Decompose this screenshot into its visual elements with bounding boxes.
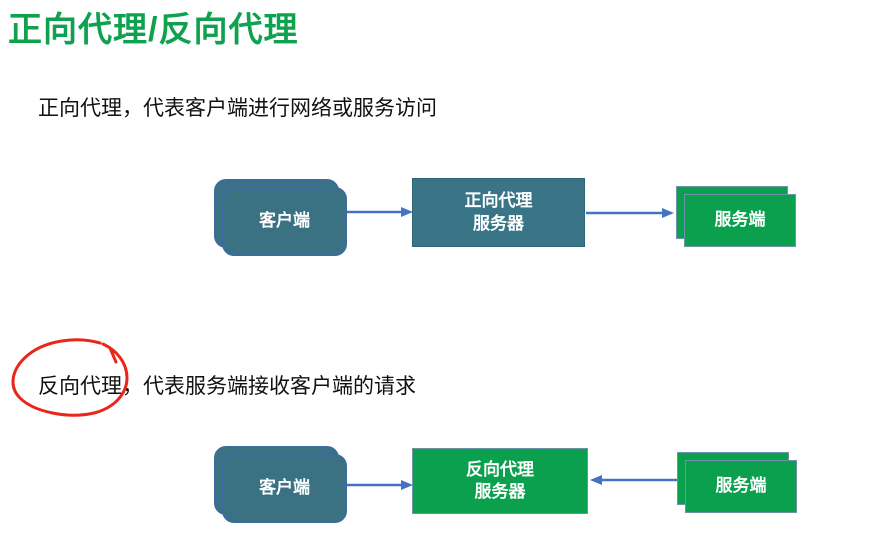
arrow-client-to-reverse-proxy xyxy=(347,480,413,490)
page-title: 正向代理/反向代理 xyxy=(8,11,299,49)
client-label: 客户端 xyxy=(259,478,310,498)
forward-proxy-description: 正向代理，代表客户端进行网络或服务访问 xyxy=(38,97,437,120)
server-box: 服务端 xyxy=(685,460,797,513)
server-label: 服务端 xyxy=(714,210,766,230)
reverse-proxy-box: 反向代理 服务器 xyxy=(412,448,588,514)
forward-proxy-label: 正向代理 服务器 xyxy=(464,191,533,233)
arrow-forward-proxy-to-server xyxy=(586,208,674,218)
server-box: 服务端 xyxy=(684,194,796,247)
client-box: 客户端 xyxy=(222,454,347,523)
arrow-client-to-forward-proxy xyxy=(347,207,413,217)
reverse-proxy-label: 反向代理 服务器 xyxy=(466,459,534,501)
forward-proxy-box: 正向代理 服务器 xyxy=(412,178,585,247)
reverse-proxy-description: 反向代理，代表服务端接收客户端的请求 xyxy=(38,375,416,398)
client-box: 客户端 xyxy=(222,187,347,256)
server-label: 服务端 xyxy=(715,476,767,496)
client-label: 客户端 xyxy=(259,211,310,231)
